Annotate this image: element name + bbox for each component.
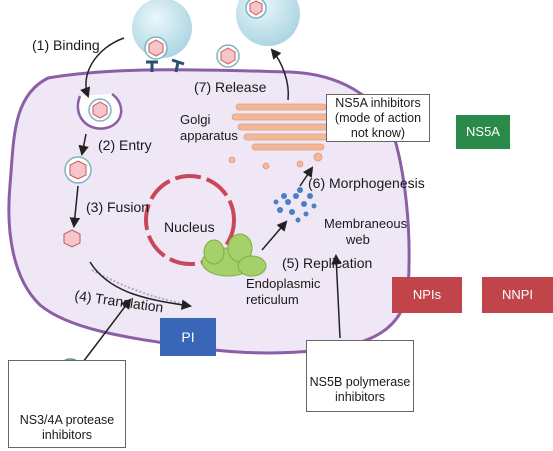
ns3-inhibitors-callout: NS3/4A protease inhibitors bbox=[8, 360, 126, 448]
ns5b-inhibitors-callout: NS5B polymerase inhibitors bbox=[306, 340, 414, 412]
web-label-line1: Membraneous bbox=[324, 216, 408, 231]
viral-rna-icon bbox=[91, 269, 187, 305]
step-entry-label: (2) Entry bbox=[98, 137, 152, 153]
pi-tag: PI bbox=[160, 318, 216, 356]
ns3-inhibitors-line2: inhibitors bbox=[41, 428, 93, 442]
nnpi-tag: NNPI bbox=[482, 277, 553, 313]
er-label-line2: reticulum bbox=[246, 292, 299, 307]
ns5a-inhibitors-callout: NS5A inhibitors (mode of action not know… bbox=[326, 94, 430, 142]
golgi-label-line2: apparatus bbox=[180, 128, 238, 143]
released-virus-icon-1 bbox=[216, 44, 240, 68]
membraneous-web-icon bbox=[273, 187, 317, 223]
npis-tag: NPIs bbox=[392, 277, 462, 313]
nucleus-icon bbox=[144, 174, 236, 266]
step-morphogenesis-label: (6) Morphogenesis bbox=[308, 175, 425, 191]
ns5a-inhibitors-line2: (mode of action bbox=[334, 111, 422, 125]
endoplasmic-reticulum-icon bbox=[201, 233, 267, 277]
step-fusion-label: (3) Fusion bbox=[86, 199, 149, 215]
er-label-line1: Endoplasmic bbox=[246, 276, 321, 291]
ns5b-inhibitors-line1: NS5B polymerase bbox=[309, 375, 411, 389]
entering-virus-icon bbox=[88, 98, 112, 122]
ns5a-inhibitors-line1: NS5A inhibitors bbox=[335, 96, 421, 110]
uncoated-capsid-icon bbox=[63, 229, 81, 248]
step-release-label: (7) Release bbox=[194, 79, 267, 95]
lifecycle-arrows bbox=[69, 37, 342, 367]
ns5b-inhibitors-line2: inhibitors bbox=[334, 390, 386, 404]
nucleus-label: Nucleus bbox=[164, 219, 215, 235]
virus-particle-icon bbox=[144, 36, 168, 60]
receptor-icon bbox=[146, 58, 185, 73]
web-label-line2: web bbox=[345, 232, 370, 247]
ns3-inhibitors-line1: NS3/4A protease bbox=[19, 413, 115, 427]
golgi-label-line1: Golgi bbox=[180, 112, 210, 127]
step-binding-label: (1) Binding bbox=[32, 37, 100, 53]
ns5a-inhibitors-line3: not know) bbox=[350, 126, 406, 140]
golgi-apparatus-icon bbox=[228, 103, 331, 170]
released-virus-icon-2 bbox=[245, 0, 267, 19]
ns5a-tag: NS5A bbox=[456, 115, 510, 149]
step-replication-label: (5) Replication bbox=[282, 255, 372, 271]
internal-virus-icon bbox=[64, 156, 92, 184]
